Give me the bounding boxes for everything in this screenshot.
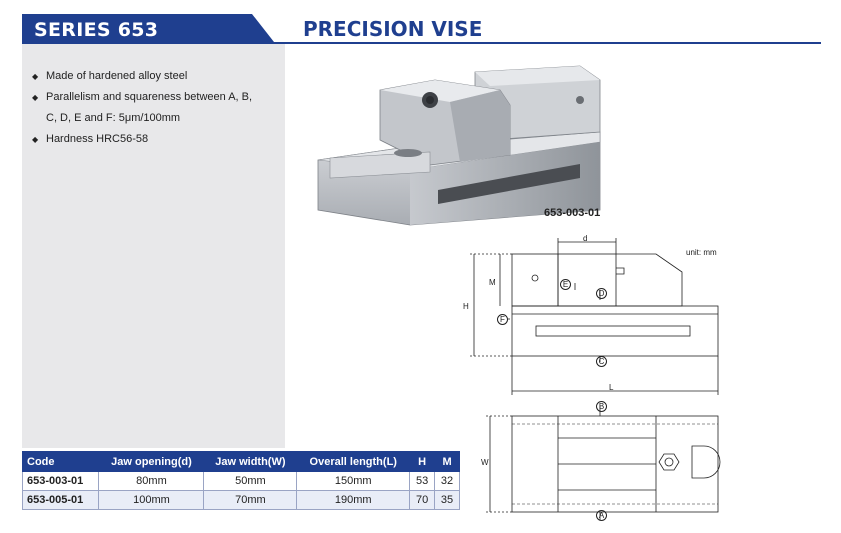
spec-table: Code Jaw opening(d) Jaw width(W) Overall… — [21, 451, 460, 510]
col-header: Overall length(L) — [296, 451, 411, 472]
top-view — [486, 406, 721, 520]
feature-panel — [22, 44, 285, 448]
header-divider — [22, 42, 821, 44]
face-label-b: B — [596, 401, 607, 412]
face-label-c: C — [596, 356, 607, 367]
dim-label-m: M — [489, 278, 496, 287]
bullet-icon: ◆ — [32, 93, 39, 102]
feature-list: ◆Made of hardened alloy steel ◆Paralleli… — [30, 66, 252, 150]
col-header: M — [434, 451, 460, 472]
feature-item: ◆Made of hardened alloy steel — [30, 66, 252, 87]
table-cell: 70 — [409, 490, 436, 510]
col-header: Jaw opening(d) — [98, 451, 205, 472]
table-cell: 653-003-01 — [21, 471, 100, 491]
photo-model-label: 653-003-01 — [544, 207, 601, 219]
dim-label-l: L — [609, 383, 614, 392]
dim-label-h: H — [463, 302, 469, 311]
table-cell: 32 — [434, 471, 460, 491]
table-row: 653-005-01 100mm 70mm 190mm 70 35 — [21, 490, 460, 510]
side-view — [470, 238, 719, 395]
face-label-d: D — [596, 288, 607, 299]
table-cell: 70mm — [203, 490, 298, 510]
bullet-icon: ◆ — [32, 135, 39, 144]
col-header: Code — [21, 451, 100, 472]
col-header: H — [409, 451, 436, 472]
table-cell: 150mm — [296, 471, 411, 491]
series-tab — [22, 14, 274, 44]
col-header: Jaw width(W) — [203, 451, 298, 472]
bullet-icon: ◆ — [32, 72, 39, 81]
table-cell: 53 — [409, 471, 436, 491]
table-cell: 100mm — [98, 490, 205, 510]
table-cell: 190mm — [296, 490, 411, 510]
dim-label-d: d — [583, 234, 588, 243]
dim-label-w: W — [481, 458, 489, 467]
feature-item: ◆Parallelism and squareness between A, B… — [30, 87, 252, 108]
feature-item-continued: C, D, E and F: 5μm/100mm — [46, 112, 181, 124]
table-cell: 653-005-01 — [21, 490, 100, 510]
feature-item: ◆Hardness HRC56-58 — [30, 129, 252, 150]
face-label-f: F — [497, 314, 508, 325]
product-title: PRECISION VISE — [303, 17, 483, 41]
table-cell: 80mm — [98, 471, 205, 491]
vise-photo — [310, 60, 610, 235]
technical-drawing — [460, 228, 730, 533]
table-row: 653-003-01 80mm 50mm 150mm 53 32 — [21, 471, 460, 491]
face-label-e: E — [560, 279, 571, 290]
table-cell: 50mm — [203, 471, 298, 491]
face-label-a: A — [596, 510, 607, 521]
series-title: SERIES 653 — [34, 19, 159, 41]
unit-label: unit: mm — [686, 248, 717, 257]
table-header-row: Code Jaw opening(d) Jaw width(W) Overall… — [21, 451, 460, 472]
table-cell: 35 — [434, 490, 460, 510]
